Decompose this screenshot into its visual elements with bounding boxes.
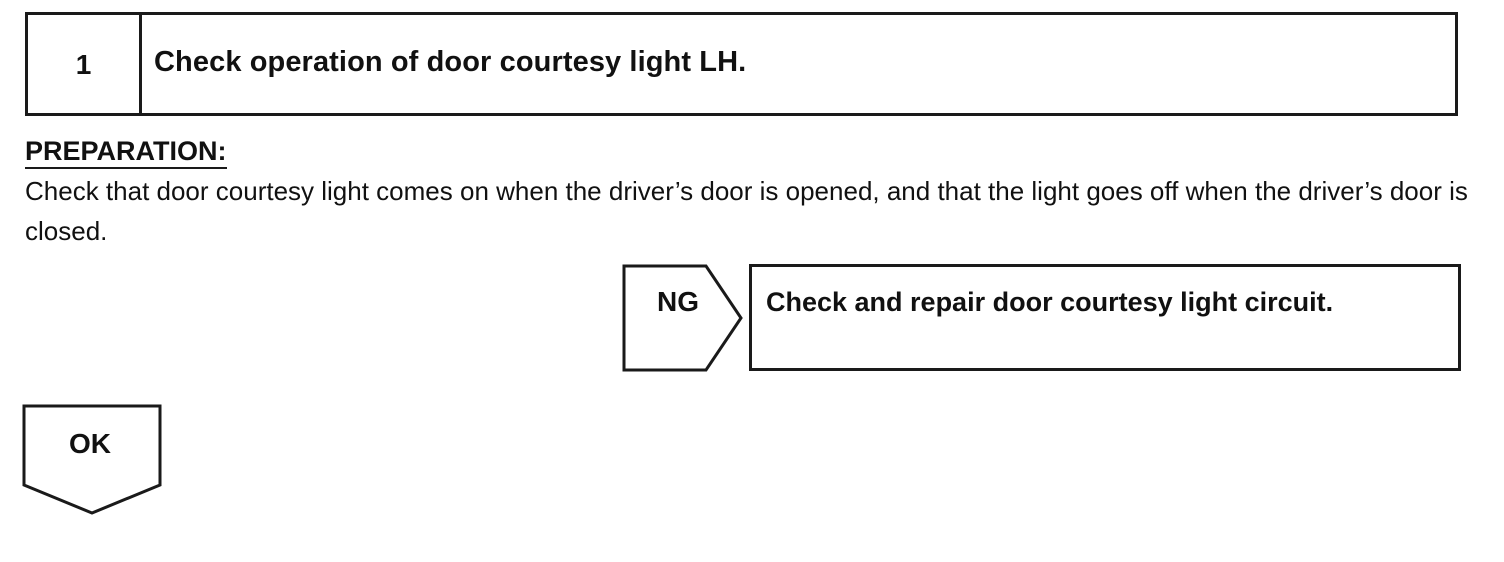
ng-arrow-icon: [622, 264, 743, 372]
ng-action-text: Check and repair door courtesy light cir…: [766, 287, 1334, 317]
preparation-text: Check that door courtesy light comes on …: [25, 176, 1468, 246]
ok-label: OK: [69, 428, 111, 459]
preparation-heading: PREPARATION:: [25, 135, 227, 169]
step-title: Check operation of door courtesy light L…: [154, 45, 747, 78]
step-box: 1 Check operation of door courtesy light…: [25, 12, 1458, 116]
ok-arrow-icon: [22, 404, 162, 515]
ng-action-box: Check and repair door courtesy light cir…: [749, 264, 1461, 371]
ng-label: NG: [657, 286, 699, 317]
step-number: 1: [28, 15, 142, 113]
